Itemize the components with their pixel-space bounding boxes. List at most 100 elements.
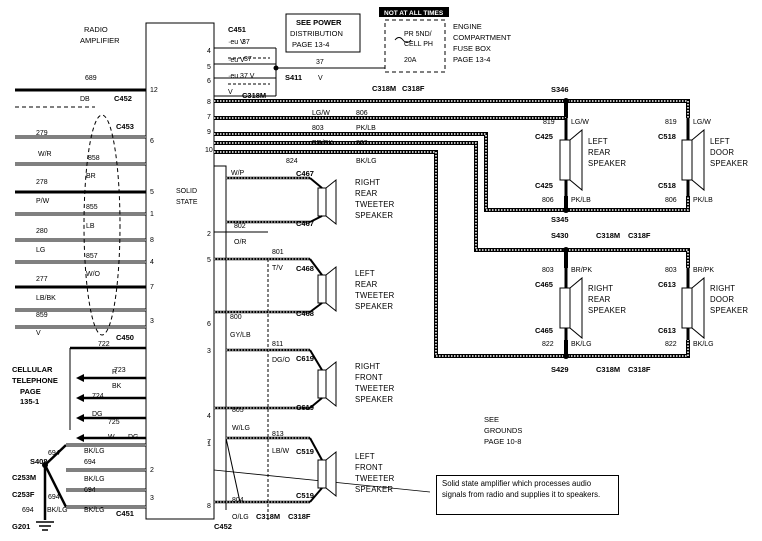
svg-text:BK/LG: BK/LG bbox=[84, 476, 105, 483]
svg-text:TELEPHONE: TELEPHONE bbox=[12, 376, 58, 385]
svg-text:2: 2 bbox=[207, 231, 211, 238]
svg-text:W: W bbox=[108, 434, 115, 441]
svg-text:BK/LG: BK/LG bbox=[356, 158, 377, 165]
svg-text:800: 800 bbox=[230, 314, 242, 321]
svg-text:857: 857 bbox=[86, 253, 98, 260]
svg-text:3: 3 bbox=[150, 318, 154, 325]
svg-text:CELL PH: CELL PH bbox=[404, 41, 433, 48]
tweeter-rf bbox=[309, 349, 337, 409]
svg-text:4: 4 bbox=[207, 48, 211, 55]
svg-text:4: 4 bbox=[150, 259, 154, 266]
svg-text:TWEETER: TWEETER bbox=[355, 291, 395, 300]
svg-text:722: 722 bbox=[98, 341, 110, 348]
svg-text:724: 724 bbox=[92, 393, 104, 400]
svg-text:819: 819 bbox=[665, 119, 677, 126]
svg-text:725: 725 bbox=[108, 419, 120, 426]
svg-text:PK/LB: PK/LB bbox=[571, 197, 591, 204]
svg-text:FRONT: FRONT bbox=[355, 463, 383, 472]
svg-text:278: 278 bbox=[36, 179, 48, 186]
svg-text:LEFT: LEFT bbox=[588, 137, 608, 146]
svg-text:PK/LB: PK/LB bbox=[356, 125, 376, 132]
svg-text:694: 694 bbox=[22, 507, 34, 514]
svg-text:806: 806 bbox=[665, 197, 677, 204]
svg-text:DISTRIBUTION: DISTRIBUTION bbox=[290, 29, 343, 38]
svg-text:806: 806 bbox=[542, 197, 554, 204]
svg-text:694: 694 bbox=[48, 494, 60, 501]
tweeter-labels: RIGHT REAR TWEETER SPEAKER LEFT REAR TWE… bbox=[355, 178, 395, 494]
svg-text:SPEAKER: SPEAKER bbox=[710, 306, 748, 315]
svg-text:P/W: P/W bbox=[36, 198, 50, 205]
svg-text:DB: DB bbox=[80, 96, 90, 103]
svg-text:824: 824 bbox=[286, 158, 298, 165]
svg-text:5: 5 bbox=[150, 189, 154, 196]
svg-text:C613: C613 bbox=[658, 280, 676, 289]
svg-text:RIGHT: RIGHT bbox=[588, 284, 613, 293]
svg-text:FRONT: FRONT bbox=[355, 373, 383, 382]
svg-text:803: 803 bbox=[312, 125, 324, 132]
main-speaker-labels: LEFT REAR SPEAKER LEFT DOOR SPEAKER RIGH… bbox=[588, 137, 748, 315]
svg-text:C318F: C318F bbox=[628, 365, 651, 374]
svg-text:LB/W: LB/W bbox=[272, 448, 290, 455]
svg-text:C253F: C253F bbox=[12, 490, 35, 499]
svg-text:LEFT: LEFT bbox=[355, 452, 375, 461]
svg-text:S429: S429 bbox=[551, 365, 569, 374]
svg-text:C619: C619 bbox=[296, 403, 314, 412]
speaker-left-rear bbox=[559, 118, 583, 196]
svg-text:PAGE 10-8: PAGE 10-8 bbox=[484, 437, 521, 446]
svg-text:REAR: REAR bbox=[588, 295, 611, 304]
svg-text:O/LG: O/LG bbox=[232, 514, 249, 521]
svg-text:LG/W: LG/W bbox=[693, 119, 711, 126]
cellular-wires bbox=[69, 346, 146, 440]
svg-text:802: 802 bbox=[234, 223, 246, 230]
svg-text:803: 803 bbox=[542, 267, 554, 274]
svg-text:LG/W: LG/W bbox=[571, 119, 589, 126]
tweeter-lf bbox=[309, 437, 337, 503]
svg-text:813: 813 bbox=[272, 431, 284, 438]
svg-text:C467: C467 bbox=[296, 169, 314, 178]
svg-text:C318M: C318M bbox=[372, 84, 396, 93]
svg-text:W/R: W/R bbox=[38, 151, 52, 158]
svg-text:803: 803 bbox=[665, 267, 677, 274]
svg-text:37: 37 bbox=[316, 59, 324, 66]
right-pins: 4 5 6 8 7 9 10 2 5 6 3 4 7 1 2 3 8 bbox=[150, 48, 213, 510]
svg-text:694: 694 bbox=[84, 487, 96, 494]
svg-text:6: 6 bbox=[150, 138, 154, 145]
svg-text:S411: S411 bbox=[285, 73, 302, 82]
svg-text:BK/LG: BK/LG bbox=[84, 507, 105, 514]
svg-text:BK/LG: BK/LG bbox=[571, 341, 592, 348]
svg-text:G201: G201 bbox=[12, 522, 30, 531]
see-grounds: SEE GROUNDS PAGE 10-8 bbox=[484, 415, 522, 446]
svg-text:SPEAKER: SPEAKER bbox=[588, 159, 626, 168]
svg-text:DG/O: DG/O bbox=[272, 357, 290, 364]
svg-text:·eu V: ·eu V bbox=[228, 39, 245, 46]
svg-text:PAGE: PAGE bbox=[20, 387, 41, 396]
svg-text:5: 5 bbox=[207, 64, 211, 71]
svg-text:S430: S430 bbox=[551, 231, 569, 240]
svg-text:279: 279 bbox=[36, 130, 48, 137]
solid-state-label-1: SOLID bbox=[176, 188, 197, 195]
svg-text:811: 811 bbox=[272, 341, 283, 348]
shield-ellipse bbox=[83, 114, 121, 336]
fuse-box bbox=[384, 19, 446, 73]
svg-text:RIGHT: RIGHT bbox=[355, 178, 380, 187]
svg-text:SPEAKER: SPEAKER bbox=[710, 159, 748, 168]
svg-text:3: 3 bbox=[150, 495, 154, 502]
svg-text:TWEETER: TWEETER bbox=[355, 474, 395, 483]
svg-text:GY/LB: GY/LB bbox=[230, 332, 251, 339]
svg-text:858: 858 bbox=[88, 155, 100, 162]
svg-text:7: 7 bbox=[150, 284, 154, 291]
svg-text:859: 859 bbox=[36, 312, 48, 319]
svg-text:O/R: O/R bbox=[234, 239, 246, 246]
svg-text:7: 7 bbox=[207, 114, 211, 121]
svg-text:C465: C465 bbox=[535, 280, 553, 289]
svg-text:10: 10 bbox=[205, 147, 213, 154]
svg-text:805: 805 bbox=[232, 407, 244, 414]
svg-text:GROUNDS: GROUNDS bbox=[484, 426, 522, 435]
svg-text:V: V bbox=[318, 75, 323, 82]
cellular-label: CELLULAR TELEPHONE PAGE 135-1 bbox=[12, 365, 58, 406]
svg-text:FUSE BOX: FUSE BOX bbox=[453, 44, 491, 53]
svg-text:3: 3 bbox=[207, 348, 211, 355]
svg-text:C318F: C318F bbox=[288, 512, 311, 521]
svg-text:R: R bbox=[112, 369, 117, 376]
